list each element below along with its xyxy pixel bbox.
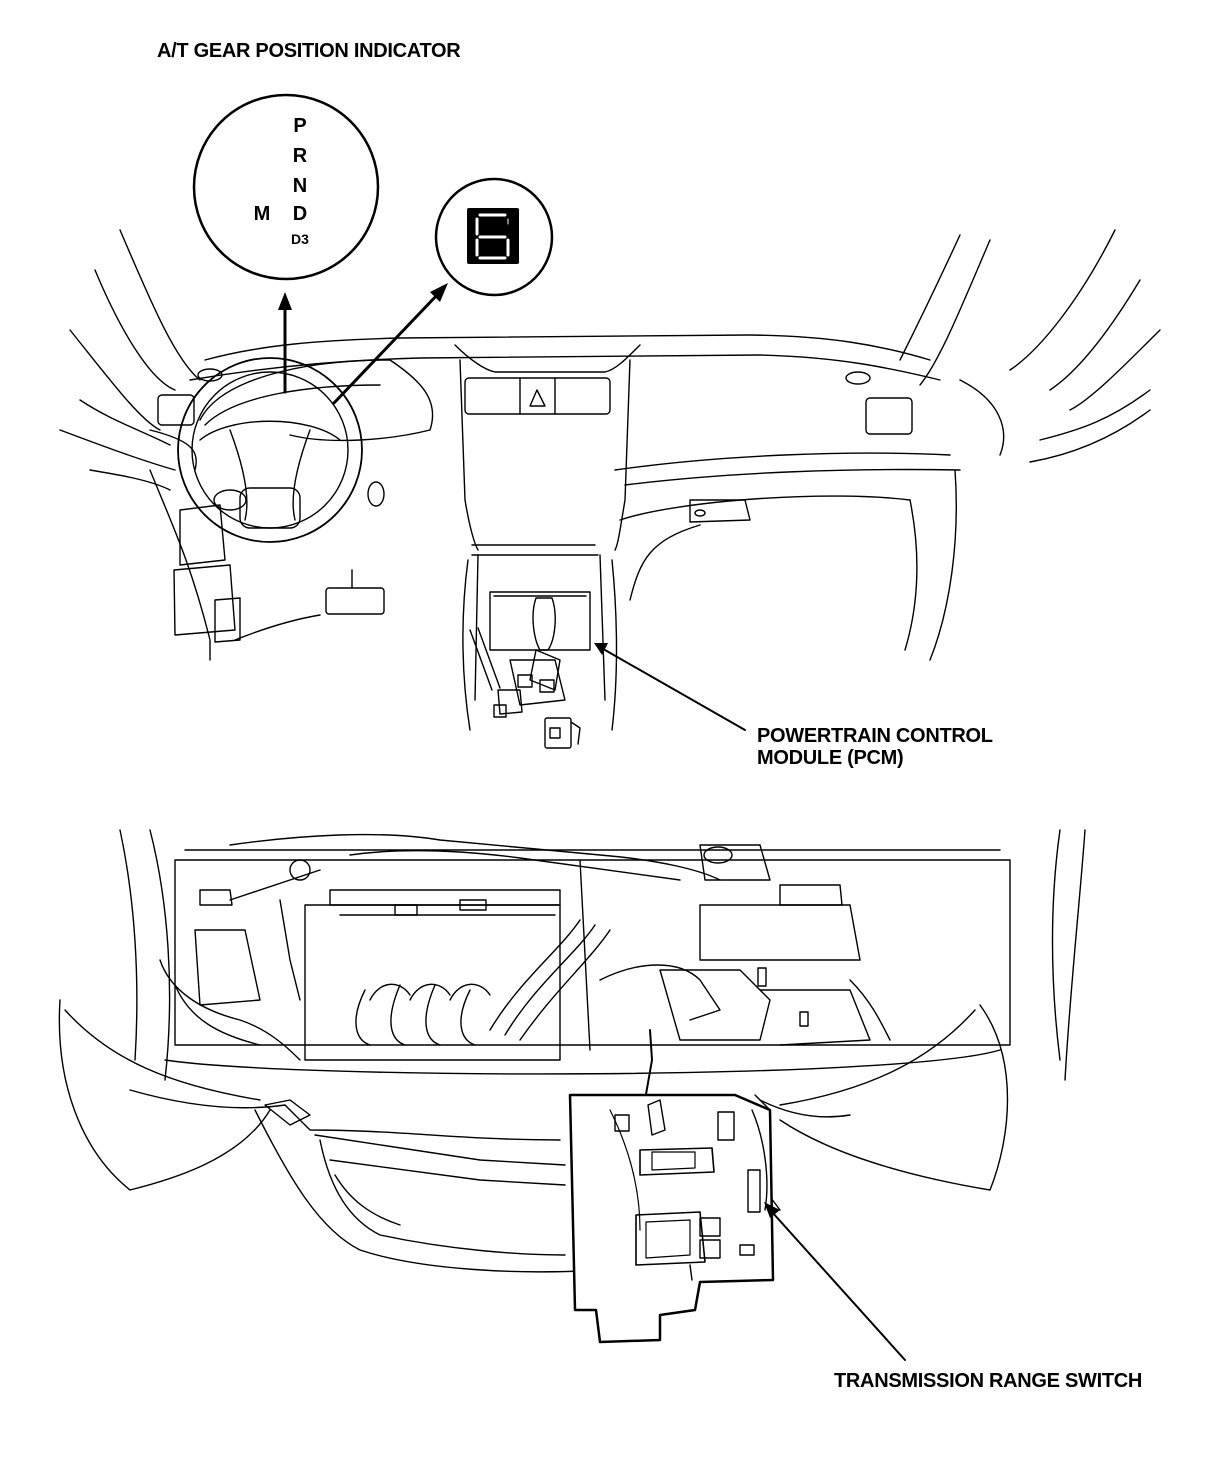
- transmission-range-switch-label: TRANSMISSION RANGE SWITCH: [834, 1370, 1143, 1392]
- gear-D: D: [293, 203, 307, 225]
- callout-arrows-top: [278, 283, 448, 405]
- gear-R: R: [293, 145, 308, 167]
- gear-indicator-label: A/T GEAR POSITION INDICATOR: [157, 40, 461, 62]
- range-switch-leader-line: [764, 1202, 906, 1361]
- gear-D3: D3: [291, 231, 309, 247]
- gear-M: M: [254, 203, 271, 225]
- transmission-range-switch-callout: [568, 1093, 775, 1344]
- gear-indicator-callout: P R N D D3 M: [192, 93, 380, 281]
- gear-P: P: [293, 115, 306, 137]
- digit-6-icon: [475, 213, 510, 260]
- pcm-label: POWERTRAIN CONTROL MODULE (PCM): [757, 725, 993, 769]
- gear-N: N: [293, 175, 307, 197]
- engine-bay-illustration: [58, 829, 1086, 1273]
- pcm-label-line2: MODULE (PCM): [757, 747, 904, 769]
- pcm-leader-line: [594, 643, 746, 731]
- dashboard-illustration: [59, 229, 1161, 749]
- segment-display-callout: [434, 177, 554, 297]
- pcm-label-line1: POWERTRAIN CONTROL: [757, 725, 993, 747]
